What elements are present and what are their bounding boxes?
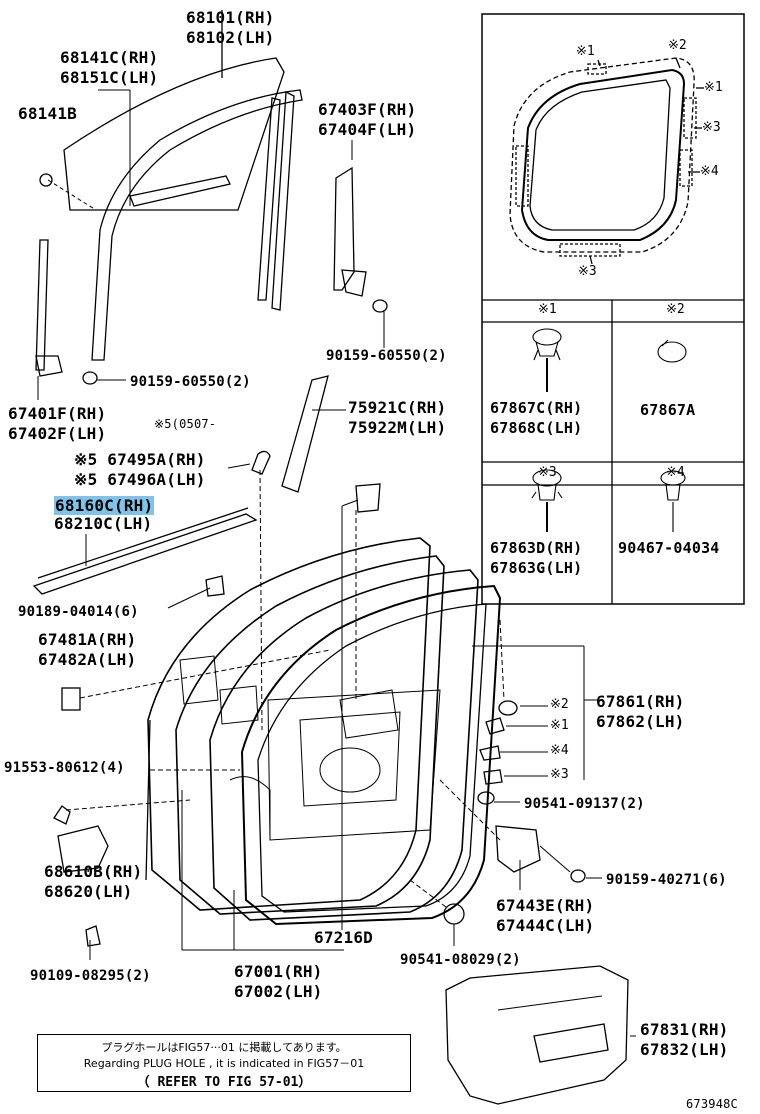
label-90109-08295: 90109-08295(2) bbox=[30, 968, 151, 984]
label-67216d: 67216D bbox=[314, 928, 373, 947]
table-header-1: ※1 bbox=[538, 302, 557, 317]
label-90541-09137: 90541-09137(2) bbox=[524, 796, 645, 812]
label-68141b: 68141B bbox=[18, 104, 77, 123]
label-90541-08029: 90541-08029(2) bbox=[400, 952, 521, 968]
label-68160c-highlighted[interactable]: 68160C(RH) bbox=[54, 496, 155, 516]
glass-and-channels bbox=[32, 10, 367, 595]
label-67403f: 67403F(RH) bbox=[318, 100, 417, 119]
label-67862: 67862(LH) bbox=[596, 712, 685, 731]
label-67496a: ※5 67496A(LH) bbox=[74, 470, 206, 489]
table-header-2: ※2 bbox=[666, 302, 685, 317]
label-67404f: 67404F(LH) bbox=[318, 120, 417, 139]
label-67402f: 67402F(LH) bbox=[8, 424, 107, 443]
inset-mark-right-4: ※4 bbox=[700, 164, 719, 179]
inset-mark-right-3: ※3 bbox=[702, 120, 721, 135]
label-67444c: 67444C(LH) bbox=[496, 916, 595, 935]
label-67831: 67831(RH) bbox=[640, 1020, 729, 1039]
cell-67863d: 67863D(RH) bbox=[490, 539, 583, 557]
label-75922m: 75922M(LH) bbox=[348, 418, 447, 437]
label-67482a: 67482A(LH) bbox=[38, 650, 137, 669]
leader-lines bbox=[37, 89, 636, 1037]
inset-mark-right-1: ※1 bbox=[704, 80, 723, 95]
door-shell bbox=[145, 537, 502, 926]
label-67001: 67001(RH) bbox=[234, 962, 323, 981]
table-header-4: ※4 bbox=[666, 465, 685, 480]
callout-mark-2: ※2 bbox=[550, 697, 569, 712]
figure-code: 673948C bbox=[686, 1097, 738, 1111]
plug-note-english: Regarding PLUG HOLE , it is indicated in… bbox=[83, 1057, 365, 1070]
label-68610b: 68610B(RH) bbox=[44, 862, 143, 881]
hardware bbox=[39, 173, 586, 947]
label-90159-60550-lower: 90159-60550(2) bbox=[130, 374, 251, 390]
inset-panel bbox=[481, 13, 745, 605]
label-68210c: 68210C(LH) bbox=[54, 514, 153, 533]
inset-mark-bottom-3: ※3 bbox=[578, 264, 597, 279]
label-91553-80612: 91553-80612(4) bbox=[4, 760, 125, 776]
label-90189-04014: 90189-04014(6) bbox=[18, 604, 139, 620]
cell-67867a: 67867A bbox=[640, 401, 696, 419]
label-68151c: 68151C(LH) bbox=[60, 68, 159, 87]
table-header-3: ※3 bbox=[538, 465, 557, 480]
label-68101: 68101(RH) bbox=[186, 8, 275, 27]
label-90159-60550-upper: 90159-60550(2) bbox=[326, 348, 447, 364]
label-67443e: 67443E(RH) bbox=[496, 896, 595, 915]
label-67401f: 67401F(RH) bbox=[8, 404, 107, 423]
note-5-date: ※5(0507- bbox=[154, 417, 217, 431]
callout-mark-4: ※4 bbox=[550, 743, 569, 758]
label-67861: 67861(RH) bbox=[596, 692, 685, 711]
inset-mark-top-2: ※2 bbox=[668, 38, 687, 53]
cell-67863g: 67863G(LH) bbox=[490, 559, 583, 577]
label-75921c: 75921C(RH) bbox=[348, 398, 447, 417]
plug-note-japanese: プラグホールはFIG57···01 に掲載してあります。 bbox=[101, 1041, 347, 1054]
label-67495a: ※5 67495A(RH) bbox=[74, 450, 206, 469]
plug-note-reference: （ REFER TO FIG 57-01） bbox=[136, 1075, 312, 1090]
label-68141c: 68141C(RH) bbox=[60, 48, 159, 67]
trim-panel bbox=[445, 965, 629, 1105]
label-68102: 68102(LH) bbox=[186, 28, 275, 47]
cell-67867c: 67867C(RH) bbox=[490, 399, 583, 417]
plug-hole-note: プラグホールはFIG57···01 に掲載してあります。 Regarding P… bbox=[37, 1034, 411, 1092]
label-67832: 67832(LH) bbox=[640, 1040, 729, 1059]
label-68620: 68620(LH) bbox=[44, 882, 133, 901]
cell-90467-04034: 90467-04034 bbox=[618, 539, 720, 557]
cell-67868c: 67868C(LH) bbox=[490, 419, 583, 437]
inset-mark-top-1: ※1 bbox=[576, 44, 595, 59]
callout-mark-1: ※1 bbox=[550, 718, 569, 733]
label-67002: 67002(LH) bbox=[234, 982, 323, 1001]
highlight-68160c: 68160C(RH) bbox=[54, 496, 155, 515]
label-90159-40271: 90159-40271(6) bbox=[606, 872, 727, 888]
callout-mark-3: ※3 bbox=[550, 767, 569, 782]
label-67481a: 67481A(RH) bbox=[38, 630, 137, 649]
